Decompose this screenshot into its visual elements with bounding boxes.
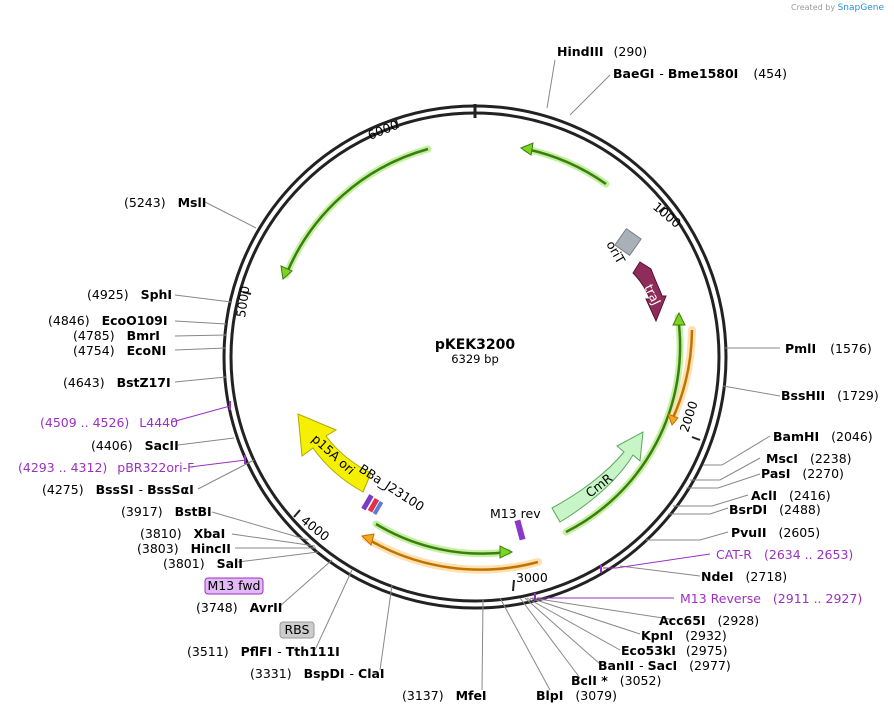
arc-top-right-glow	[522, 145, 610, 188]
tick-5000-mark	[242, 291, 252, 295]
m13rev-label: M13 rev	[490, 506, 541, 521]
tick-2000-mark	[691, 436, 701, 441]
feature-p15a-ori[interactable]: p15A ori	[297, 413, 372, 493]
enzyme-ndei[interactable]: NdeI(2718)	[701, 569, 787, 584]
arc-bottom-green[interactable]	[375, 522, 509, 555]
rbs-tag[interactable]: RBS	[279, 621, 315, 639]
enzyme-mfei[interactable]: (3137)MfeI	[402, 688, 487, 703]
arc-top-left[interactable]	[284, 147, 429, 276]
enzyme-pflfi[interactable]: (3511)PflFI- Tth111I	[187, 644, 340, 659]
primer-pbr322ori-f[interactable]: (4293 .. 4312)pBR322ori-F	[18, 460, 194, 475]
arc-right-head-icon	[672, 311, 686, 326]
plasmid-name: pKEK3200	[435, 337, 516, 353]
enzyme-bmri[interactable]: (4785)BmrI	[73, 328, 160, 343]
enzyme-pmli[interactable]: PmlI(1576)	[785, 341, 872, 356]
enzyme-hincii[interactable]: (3803)HincII	[137, 541, 231, 556]
enzyme-blpi[interactable]: BlpI(3079)	[536, 688, 617, 703]
enzyme-bstbi[interactable]: (3917)BstBI	[121, 504, 212, 519]
enzyme-msci[interactable]: MscI(2238)	[766, 451, 852, 466]
enzyme-msli[interactable]: (5243)MslI	[124, 195, 206, 210]
enzyme-pasi[interactable]: PasI(2270)	[761, 466, 844, 481]
bba-marker-icon	[361, 494, 374, 511]
tick-marks	[242, 119, 701, 592]
arc-top-left-glow	[282, 145, 432, 279]
arc-bottom-green-head-icon	[499, 545, 514, 559]
bba-red-marker-icon	[367, 497, 380, 513]
enzyme-hindiii[interactable]: HindIII(290)	[557, 44, 647, 59]
enzyme-avrii[interactable]: (3748)AvrII	[196, 600, 282, 615]
m13fwd-box-icon	[204, 577, 264, 595]
enzyme-bamhi[interactable]: BamHI(2046)	[773, 429, 873, 444]
arc-top-left-head-icon	[280, 265, 293, 280]
m13-fwd-tag[interactable]: M13 fwd	[204, 577, 264, 595]
enzyme-bstz17i[interactable]: (4643)BstZ17I	[63, 375, 171, 390]
arc-right[interactable]	[565, 316, 682, 534]
plasmid-size: 6329 bp	[451, 352, 499, 366]
orange-arc-right-head-icon	[667, 413, 679, 426]
enzyme-xbai[interactable]: (3810)XbaI	[140, 526, 225, 541]
traj-arrow-icon	[632, 261, 667, 323]
enzyme-acli[interactable]: AclI(2416)	[751, 488, 831, 503]
tick-4000-mark	[293, 509, 301, 518]
enzyme-sacii[interactable]: (4406)SacII	[91, 438, 179, 453]
tick-label-3000: 3000	[516, 570, 548, 585]
rbs-label: RBS	[285, 622, 310, 637]
m13rev-marker-icon	[514, 519, 526, 541]
orange-arc-bottom-head-icon	[360, 533, 375, 546]
primer-leaders	[171, 405, 711, 599]
primer-marks	[229, 401, 602, 601]
bba-blue-marker-icon	[372, 500, 384, 516]
enzyme-acc65i[interactable]: Acc65I(2928)	[659, 613, 759, 628]
tick-label-5000: 5000	[233, 285, 252, 319]
enzyme-sali[interactable]: (3801)SalI	[163, 556, 243, 571]
enzyme-sphi[interactable]: (4925)SphI	[87, 287, 172, 302]
enzymes-left[interactable]: (5243)MslI (4925)SphI (4846)EcoO109I (47…	[42, 195, 487, 703]
tick-label-6000: 6000	[366, 117, 401, 143]
feature-traj[interactable]: traJ	[632, 261, 667, 323]
rbs-box-icon	[279, 621, 315, 639]
tick-1000-mark	[658, 206, 666, 213]
enzyme-bsrdi[interactable]: BsrDI(2488)	[729, 502, 821, 517]
primer-m13-reverse[interactable]: M13 Reverse(2911 .. 2927)	[680, 591, 862, 606]
enzymes-right[interactable]: HindIII(290) BaeGI- Bme1580I(454) PmlI(1…	[536, 44, 879, 703]
enzyme-kpni[interactable]: KpnI(2932)	[641, 628, 727, 643]
orange-arc-right[interactable]	[670, 329, 694, 421]
feature-arrows[interactable]	[280, 142, 696, 574]
enzyme-bsssi[interactable]: (4275)BssSI- BssSαI	[42, 482, 194, 497]
arc-top-right-head-icon	[519, 142, 534, 156]
feature-bba-j23100[interactable]: BBa_J23100	[356, 461, 427, 516]
snapgene-logo: SnapGene	[837, 3, 884, 13]
tick-3000-mark	[512, 579, 515, 592]
snapgene-watermark: Created by SnapGene	[791, 3, 884, 13]
feature-m13-rev[interactable]: M13 rev	[490, 506, 541, 541]
enzyme-bsshii[interactable]: BssHII(1729)	[781, 388, 879, 403]
enzyme-bspdi[interactable]: (3331)BspDI- ClaI	[250, 666, 385, 681]
cmr-arrow-icon	[551, 431, 644, 523]
enzyme-ecoo109i[interactable]: (4846)EcoO109I	[48, 313, 167, 328]
orange-arc-bottom[interactable]	[365, 536, 539, 571]
tick-label-1000: 1000	[650, 199, 684, 231]
p15a-arrow-icon	[297, 413, 372, 493]
enzyme-banii[interactable]: BanII- SacI(2977)	[598, 658, 731, 673]
primer-cat-r[interactable]: CAT-R(2634 .. 2653)	[716, 547, 853, 562]
feature-orit[interactable]: oriT	[603, 227, 642, 267]
primer-labels[interactable]: (4509 .. 4526)L4440 (4293 .. 4312)pBR322…	[18, 415, 862, 606]
enzyme-eco53ki[interactable]: Eco53kI(2975)	[621, 643, 727, 658]
enzyme-econi[interactable]: (4754)EcoNI	[73, 343, 166, 358]
brand-prefix: Created by	[791, 3, 836, 12]
leader-lines	[174, 59, 781, 691]
enzyme-bcli[interactable]: BclI *(3052)	[571, 673, 661, 688]
arc-top-right[interactable]	[525, 147, 607, 186]
enzyme-baegi[interactable]: BaeGI- Bme1580I(454)	[613, 66, 787, 81]
primer-l4440[interactable]: (4509 .. 4526)L4440	[40, 415, 178, 430]
tick-6000-mark	[395, 119, 399, 129]
m13fwd-label: M13 fwd	[207, 578, 260, 593]
orit-box-icon	[614, 227, 642, 257]
enzyme-pvuii[interactable]: PvuII(2605)	[731, 525, 820, 540]
